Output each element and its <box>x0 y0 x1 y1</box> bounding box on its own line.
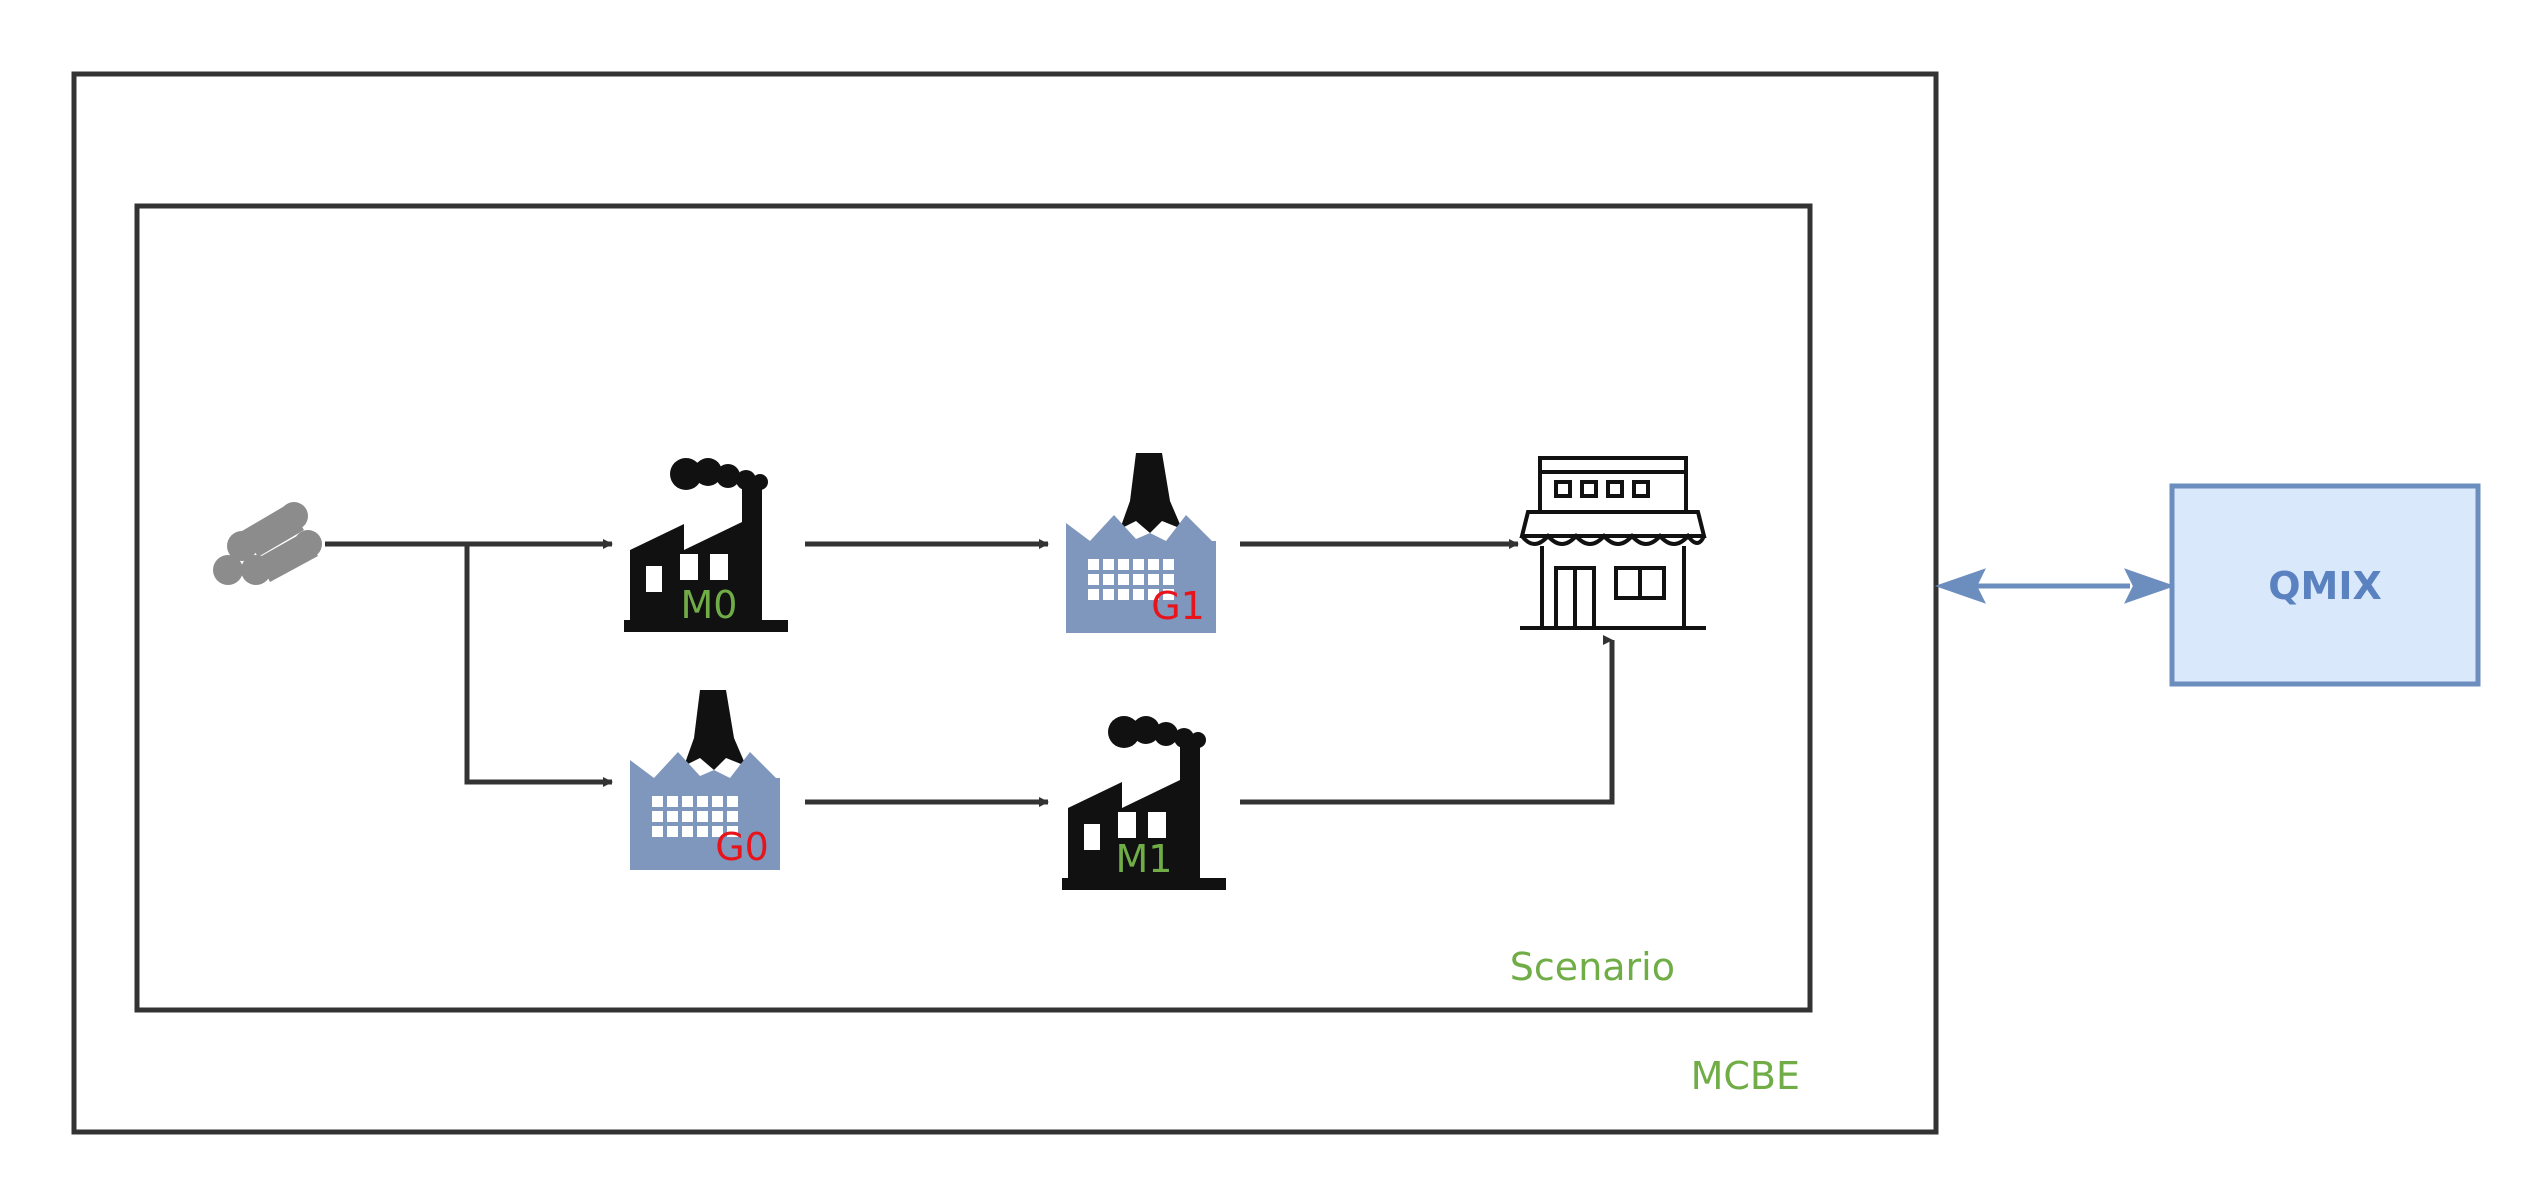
arrow-raw-to-g0 <box>464 544 613 787</box>
scenario-label: Scenario <box>1510 945 1675 989</box>
g1-label: G1 <box>1151 584 1205 628</box>
mcbe-qmix-link <box>1934 568 2176 604</box>
qmix-label: QMIX <box>2268 564 2382 608</box>
g0-node: G0 <box>630 690 780 870</box>
mcbe-label: MCBE <box>1691 1054 1800 1098</box>
flow-arrows <box>325 539 1615 807</box>
mcbe-box <box>71 71 1939 1135</box>
g0-label: G0 <box>715 825 769 869</box>
logs-icon <box>213 502 322 585</box>
m1-node: M1 <box>1062 716 1226 890</box>
m1-label: M1 <box>1116 837 1173 881</box>
arrow-m1-to-store <box>1240 635 1615 805</box>
m0-label: M0 <box>681 583 738 627</box>
store-icon <box>1519 456 1707 630</box>
m0-node: M0 <box>624 458 788 632</box>
scenario-box <box>134 203 1813 1013</box>
g1-node: G1 <box>1066 453 1216 633</box>
qmix-box: QMIX <box>2169 483 2481 687</box>
